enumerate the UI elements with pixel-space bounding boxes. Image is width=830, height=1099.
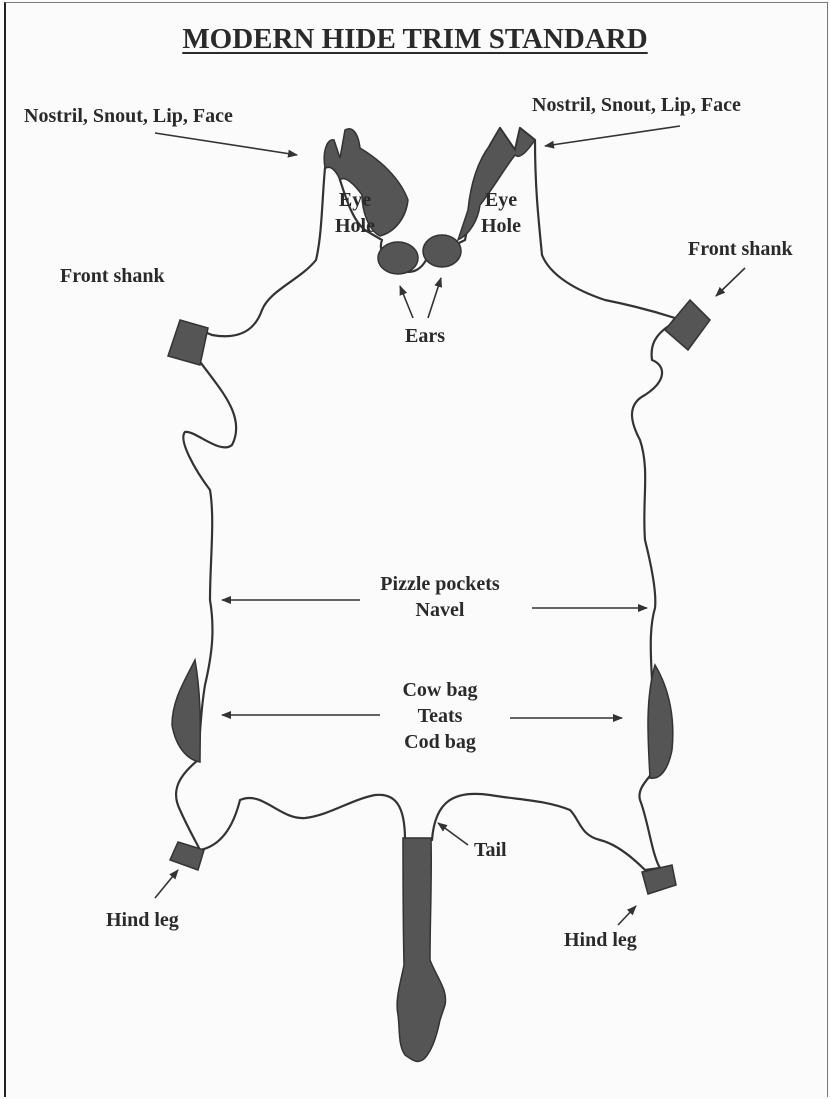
trim-ear-left bbox=[378, 242, 418, 274]
label-cod-bag: Cod bag bbox=[370, 730, 510, 754]
arrow-ear-right bbox=[428, 278, 441, 318]
arrow-face-left bbox=[155, 133, 297, 155]
label-navel: Navel bbox=[350, 598, 530, 622]
arrow-hind-left bbox=[155, 870, 178, 898]
label-eye-left-2: Hole bbox=[330, 214, 380, 238]
label-hind-leg-left: Hind leg bbox=[106, 908, 179, 932]
label-front-shank-right: Front shank bbox=[688, 237, 793, 261]
arrow-ear-left bbox=[400, 286, 413, 318]
label-ears: Ears bbox=[390, 324, 460, 348]
label-front-shank-left: Front shank bbox=[60, 264, 165, 288]
trim-tail bbox=[397, 838, 445, 1061]
trim-bag-left bbox=[172, 660, 200, 762]
diagram-title: MODERN HIDE TRIM STANDARD bbox=[0, 22, 830, 56]
trim-front-shank-right bbox=[665, 300, 710, 350]
label-teats: Teats bbox=[370, 704, 510, 728]
trim-bag-right bbox=[648, 665, 673, 778]
label-tail: Tail bbox=[474, 838, 507, 862]
hide-outline bbox=[176, 128, 675, 870]
label-eye-left-1: Eye bbox=[330, 188, 380, 212]
label-hind-leg-right: Hind leg bbox=[564, 928, 637, 952]
arrow-face-right bbox=[545, 126, 680, 146]
label-eye-right-2: Hole bbox=[476, 214, 526, 238]
trim-ear-right bbox=[423, 235, 461, 267]
label-cow-bag: Cow bag bbox=[370, 678, 510, 702]
arrow-front-shank-right bbox=[716, 268, 745, 296]
label-pizzle-pockets: Pizzle pockets bbox=[350, 572, 530, 596]
label-face-left: Nostril, Snout, Lip, Face bbox=[24, 104, 233, 128]
arrow-hind-right bbox=[618, 906, 636, 925]
label-face-right: Nostril, Snout, Lip, Face bbox=[532, 93, 741, 117]
trim-front-shank-left bbox=[168, 320, 208, 365]
arrow-tail bbox=[438, 823, 468, 845]
label-eye-right-1: Eye bbox=[476, 188, 526, 212]
